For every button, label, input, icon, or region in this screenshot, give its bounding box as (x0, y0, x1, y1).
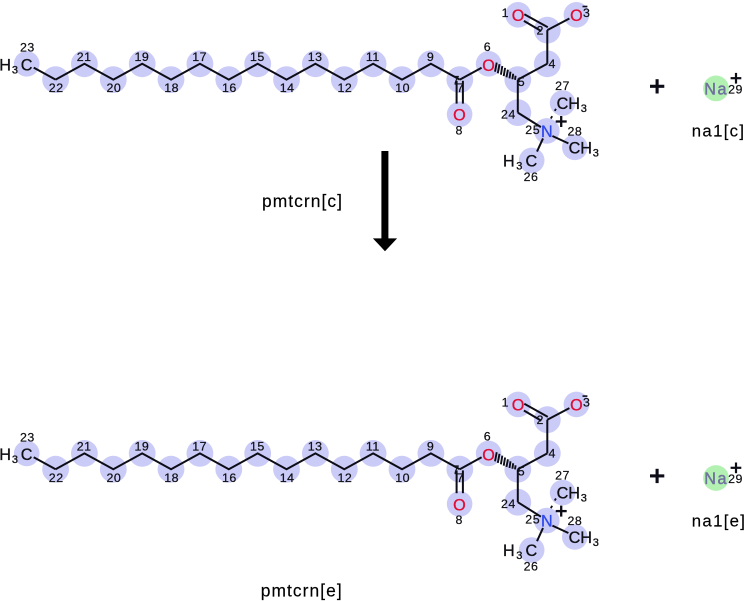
svg-text:C: C (21, 57, 33, 75)
svg-text:20: 20 (107, 81, 122, 95)
svg-text:O: O (570, 7, 583, 25)
svg-text:3: 3 (12, 65, 18, 77)
svg-text:2: 2 (536, 24, 543, 38)
svg-text:18: 18 (164, 81, 179, 95)
svg-text:27: 27 (555, 79, 570, 93)
svg-text:26: 26 (524, 170, 539, 184)
svg-text:na1[e]: na1[e] (692, 512, 744, 531)
svg-text:3: 3 (581, 103, 587, 115)
svg-text:10: 10 (395, 81, 410, 95)
svg-text:25: 25 (525, 123, 540, 137)
svg-text:6: 6 (484, 40, 491, 54)
svg-text:O: O (482, 57, 495, 75)
svg-text:O: O (453, 107, 466, 125)
svg-text:4: 4 (548, 57, 555, 71)
svg-text:pmtcrn[e]: pmtcrn[e] (261, 581, 343, 601)
svg-text:21: 21 (77, 50, 92, 64)
svg-text:7: 7 (457, 81, 464, 95)
svg-text:16: 16 (222, 81, 237, 95)
svg-text:8: 8 (455, 124, 462, 138)
svg-text:5: 5 (518, 75, 525, 89)
svg-text:17: 17 (192, 50, 207, 64)
svg-text:CH: CH (569, 139, 592, 157)
svg-text:3: 3 (516, 161, 522, 173)
svg-text:13: 13 (308, 50, 323, 64)
svg-text:11: 11 (366, 50, 380, 64)
svg-text:3: 3 (583, 6, 590, 20)
svg-text:C: C (526, 153, 538, 171)
svg-text:7: 7 (452, 73, 459, 87)
svg-text:12: 12 (338, 81, 353, 95)
svg-text:1: 1 (502, 6, 509, 20)
svg-text:28: 28 (568, 124, 583, 138)
svg-text:N: N (541, 123, 553, 141)
svg-text:24: 24 (501, 107, 516, 121)
svg-text:15: 15 (250, 50, 265, 64)
svg-text:3: 3 (593, 148, 599, 160)
svg-text:19: 19 (135, 50, 150, 64)
svg-text:pmtcrn[c]: pmtcrn[c] (262, 191, 343, 211)
svg-text:22: 22 (49, 81, 64, 95)
svg-text:na1[c]: na1[c] (692, 122, 744, 141)
svg-text:O: O (512, 7, 525, 25)
svg-text:CH: CH (557, 95, 580, 113)
svg-text:14: 14 (280, 81, 295, 95)
svg-text:29: 29 (728, 83, 743, 97)
svg-text:Na: Na (704, 81, 728, 99)
svg-text:H: H (0, 57, 11, 75)
svg-text:23: 23 (20, 41, 35, 55)
svg-text:9: 9 (427, 50, 434, 64)
svg-text:H: H (503, 153, 515, 171)
